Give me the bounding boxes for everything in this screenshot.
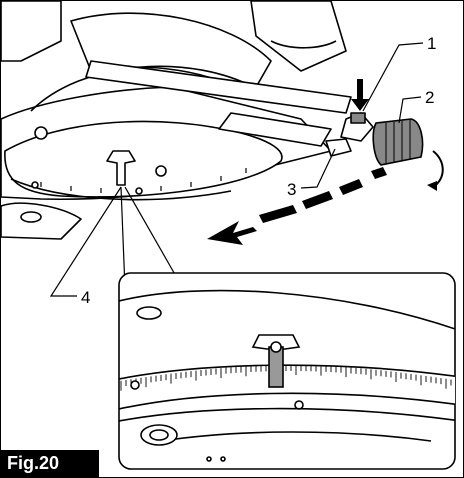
callout-4: 4 xyxy=(81,288,91,307)
swing-arrow xyxy=(207,167,387,245)
turntable xyxy=(4,120,283,198)
inset-scale-hole xyxy=(130,380,140,390)
motor-detail xyxy=(270,40,337,49)
leader-3 xyxy=(300,148,336,189)
callout-2: 2 xyxy=(425,88,435,107)
inset-screw xyxy=(220,456,226,462)
leader-2 xyxy=(398,96,422,124)
rotate-arrowhead xyxy=(427,181,437,191)
release-lever xyxy=(325,138,352,157)
inset-turntable-top xyxy=(119,289,455,332)
inset-connector-right xyxy=(124,186,182,286)
grip-ridges xyxy=(385,120,411,163)
turntable-scale xyxy=(40,168,247,193)
leader-1 xyxy=(362,42,424,112)
inset-pointer-pivot xyxy=(270,341,282,353)
inset-scale-ticks xyxy=(120,365,452,391)
lever-tab xyxy=(350,112,366,124)
inset-base xyxy=(119,407,455,422)
inset-pointer-shaft xyxy=(268,346,284,388)
inset-scale-band xyxy=(119,364,455,410)
base-foot xyxy=(1,202,82,240)
inset-base-inner xyxy=(160,431,432,442)
inset-scale-hole xyxy=(294,400,304,410)
figure-label: Fig.20 xyxy=(1,450,99,477)
pointer xyxy=(106,150,136,186)
base-hole xyxy=(135,187,143,195)
fence-bar xyxy=(85,60,352,114)
frame-left xyxy=(1,1,62,62)
press-down-arrow xyxy=(351,79,369,111)
grip-handle xyxy=(372,118,424,166)
inset-foot-hole xyxy=(149,429,169,441)
foot-hole xyxy=(20,211,42,223)
leader-4 xyxy=(49,186,122,297)
base-hole xyxy=(31,181,39,189)
inset-hole xyxy=(136,306,162,320)
inset-connector-left xyxy=(120,186,126,290)
inset-detail xyxy=(118,272,456,470)
turntable-hole xyxy=(34,126,48,140)
inset-screw xyxy=(206,456,212,462)
turntable-hole xyxy=(155,165,167,177)
rotate-arrow xyxy=(432,150,444,188)
motor-housing xyxy=(250,1,347,72)
leader-lines xyxy=(49,42,424,297)
callout-3: 3 xyxy=(287,180,297,199)
guide-plate xyxy=(218,112,332,147)
saw-assembly xyxy=(1,1,424,240)
callout-1: 1 xyxy=(427,34,437,53)
